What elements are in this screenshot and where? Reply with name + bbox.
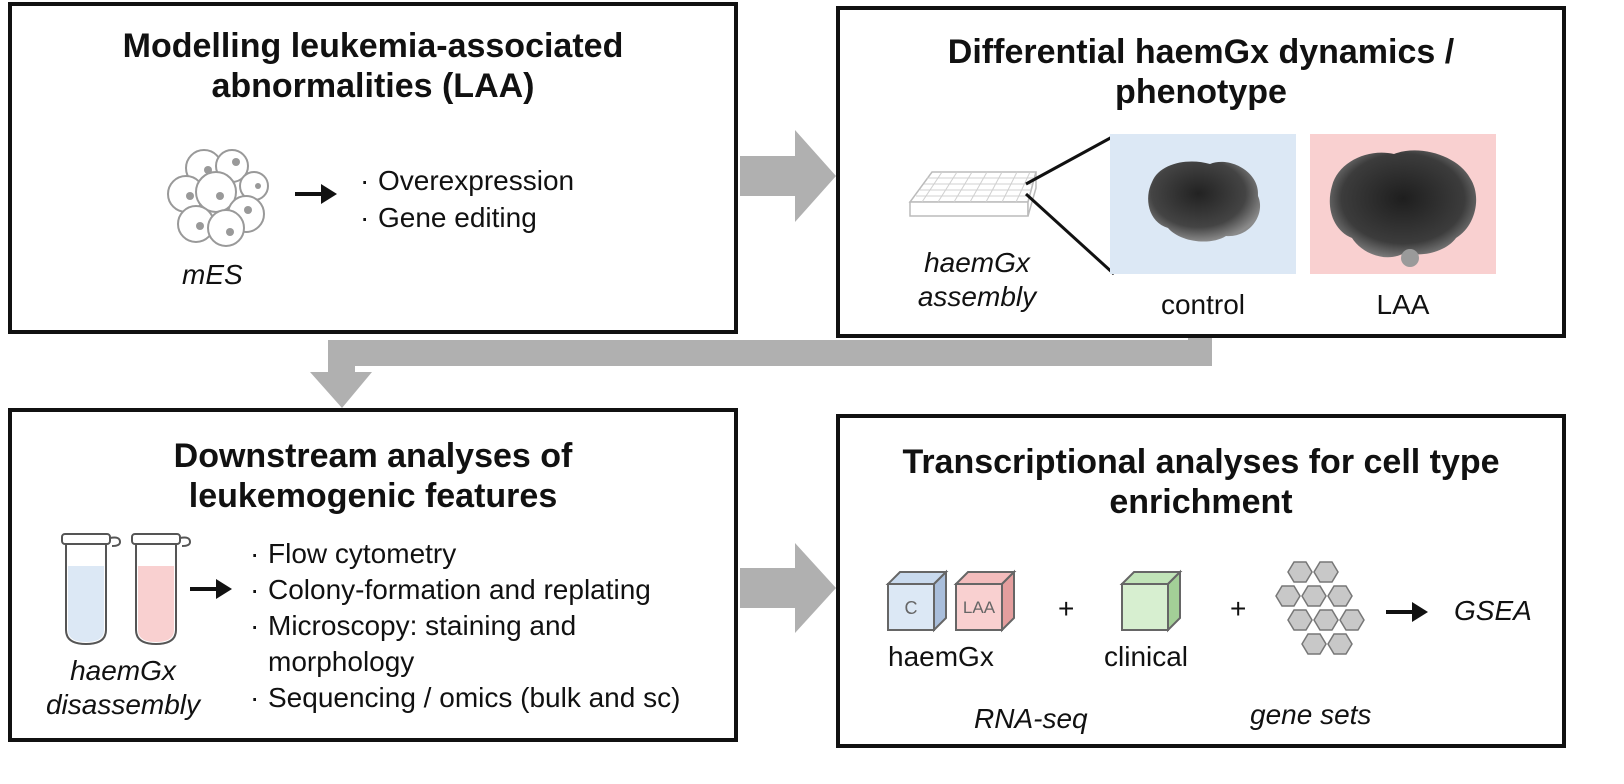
laa-cube-icon xyxy=(953,569,1017,633)
analysis-list: ·Flow cytometry ·Colony-formation and re… xyxy=(250,536,680,716)
list-item: ·Microscopy: staining and xyxy=(250,610,577,641)
genesets-label: gene sets xyxy=(1250,699,1372,730)
list-item: ·Colony-formation and replating xyxy=(250,574,651,605)
cell-label: mES xyxy=(182,259,243,290)
haemgx-label: haemGx xyxy=(888,641,994,672)
gsea-label: GSEA xyxy=(1454,595,1532,626)
arrow-icon xyxy=(295,184,337,204)
gene-sets-hexagon-icon xyxy=(1275,561,1365,655)
clinical-cube-icon xyxy=(1119,569,1183,633)
organoid-icon xyxy=(1148,161,1261,242)
control-cube-icon xyxy=(885,569,949,633)
panel-transcriptional-analyses: Transcriptional analyses for cell type e… xyxy=(836,414,1566,748)
list-item-continuation: morphology xyxy=(268,646,415,677)
panel-title: Downstream analyses of leukemogenic feat… xyxy=(173,437,573,515)
panel-downstream-analyses: Downstream analyses of leukemogenic feat… xyxy=(8,408,738,742)
arrow-icon xyxy=(1386,602,1428,622)
laa-organoid-image xyxy=(1310,134,1496,274)
clinical-label: clinical xyxy=(1104,641,1189,672)
control-label: control xyxy=(1160,289,1246,320)
zoom-lines xyxy=(1024,134,1116,276)
panel-title: Modelling leukemia-associated abnormalit… xyxy=(122,27,624,105)
list-item: ·Overexpression xyxy=(360,165,575,196)
method-list: ·Overexpression ·Gene editing xyxy=(360,162,574,236)
organoid-icon xyxy=(1329,150,1477,267)
arrow-right-top xyxy=(740,130,836,222)
disassembly-label: haemGx disassembly xyxy=(45,655,201,720)
mes-cell-cluster-icon xyxy=(167,149,269,247)
arrow-down-left xyxy=(310,336,1212,408)
assembly-label: haemGx assembly xyxy=(917,247,1037,312)
laa-label: LAA xyxy=(1376,289,1430,320)
panel-title: Differential haemGx dynamics / phenotype xyxy=(947,33,1455,111)
cube-laa-label: LAA xyxy=(962,598,996,617)
well-plate-icon xyxy=(908,171,1037,217)
panel-title: Transcriptional analyses for cell type e… xyxy=(902,443,1500,521)
plus-sign: + xyxy=(1230,593,1247,624)
tubes-icon xyxy=(61,533,192,646)
list-item: ·Sequencing / omics (bulk and sc) xyxy=(250,682,681,713)
arrow-icon xyxy=(190,579,232,599)
cube-c-label: C xyxy=(904,598,918,618)
list-item: ·Gene editing xyxy=(360,202,537,233)
arrow-right-bottom xyxy=(740,543,836,633)
panel-modelling-laa: Modelling leukemia-associated abnormalit… xyxy=(8,2,738,334)
control-organoid-image xyxy=(1110,134,1296,274)
plus-sign: + xyxy=(1058,593,1075,624)
list-item: ·Flow cytometry xyxy=(250,538,457,569)
panel-differential-dynamics: Differential haemGx dynamics / phenotype… xyxy=(836,6,1566,338)
rnaseq-label: RNA-seq xyxy=(974,703,1088,734)
